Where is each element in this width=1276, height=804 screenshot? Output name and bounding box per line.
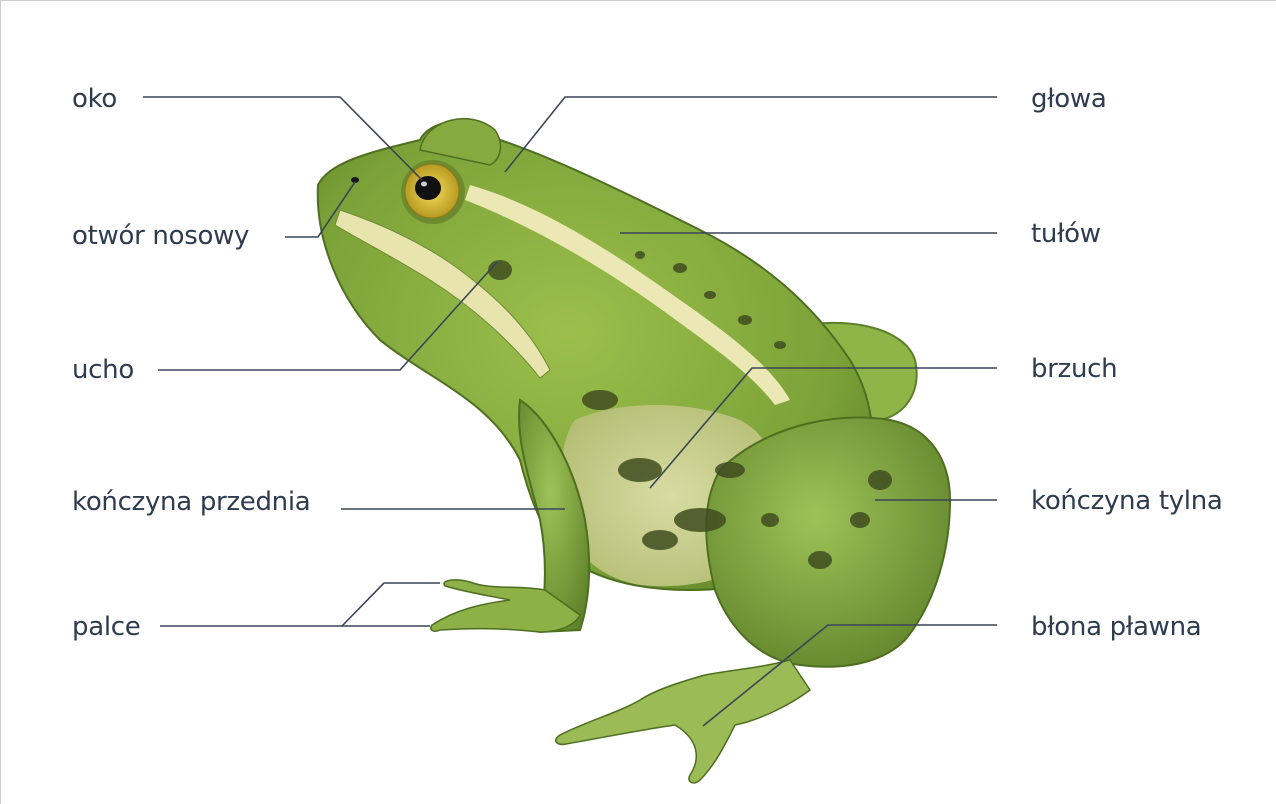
leader-line-palce	[160, 583, 440, 626]
frog-hind-foot	[556, 660, 810, 783]
label-palce: palce	[72, 614, 140, 640]
label-blona-plawna: błona pławna	[1031, 614, 1201, 640]
label-konczyna-przednia: kończyna przednia	[72, 489, 310, 515]
leader-line-glowa	[505, 97, 997, 172]
frog-eye	[401, 160, 465, 224]
label-tulow: tułów	[1031, 221, 1101, 247]
label-oko: oko	[72, 86, 117, 112]
label-brzuch: brzuch	[1031, 356, 1117, 382]
frog-illustration	[318, 119, 950, 783]
label-glowa: głowa	[1031, 86, 1107, 112]
label-konczyna-tylna: kończyna tylna	[1031, 488, 1223, 514]
frog-hind-leg	[706, 417, 950, 666]
label-ucho: ucho	[72, 357, 134, 383]
label-otwor-nosowy: otwór nosowy	[72, 223, 249, 249]
